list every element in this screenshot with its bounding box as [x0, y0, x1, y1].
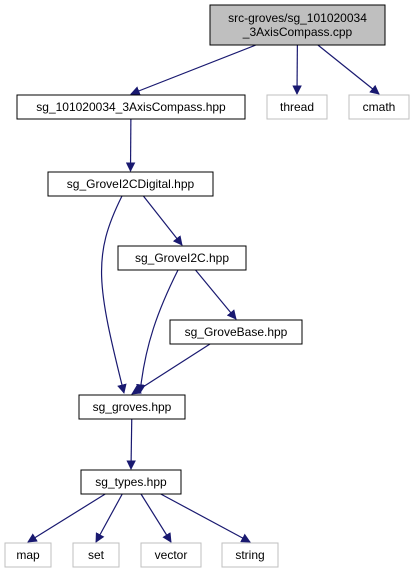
- node-grovebase[interactable]: sg_GroveBase.hpp: [169, 319, 303, 345]
- node-label-cmath: cmath: [363, 100, 396, 114]
- edge-root-to-compass_hpp: [130, 44, 257, 96]
- node-label-compass_hpp: sg_101020034_3AxisCompass.hpp: [36, 100, 226, 114]
- node-label-grovebase: sg_GroveBase.hpp: [185, 325, 288, 339]
- node-label-string: string: [235, 548, 264, 562]
- node-types[interactable]: sg_types.hpp: [80, 469, 182, 495]
- node-box-grovei2cdigital: [47, 171, 214, 197]
- edge-types-to-string: [160, 493, 251, 543]
- edge-grovebase-to-groves: [131, 343, 211, 395]
- node-label-set: set: [88, 548, 105, 562]
- edge-grovei2c-to-groves: [136, 269, 179, 394]
- node-box-groves: [78, 394, 186, 420]
- node-string: string: [221, 542, 279, 568]
- node-box-cmath: [348, 94, 410, 120]
- node-grovei2c[interactable]: sg_GroveI2C.hpp: [117, 245, 247, 271]
- node-compass_hpp[interactable]: sg_101020034_3AxisCompass.hpp: [16, 94, 246, 120]
- node-box-types: [80, 469, 182, 495]
- node-label-grovei2cdigital: sg_GroveI2CDigital.hpp: [67, 177, 195, 191]
- edge-grovei2cdigital-to-grovei2c: [142, 195, 183, 246]
- node-box-root: [209, 4, 386, 46]
- edge-types-to-set: [95, 493, 123, 543]
- node-groves[interactable]: sg_groves.hpp: [78, 394, 186, 420]
- node-label-root: _3AxisCompass.cpp: [242, 25, 353, 39]
- node-box-thread: [266, 94, 328, 120]
- edge-root-to-cmath: [317, 44, 380, 95]
- node-box-grovei2c: [117, 245, 247, 271]
- node-label-thread: thread: [280, 100, 314, 114]
- node-set: set: [72, 542, 120, 568]
- node-label-types: sg_types.hpp: [95, 475, 167, 489]
- edge-types-to-map: [27, 493, 106, 543]
- edge-grovei2c-to-grovebase: [195, 269, 237, 320]
- node-root[interactable]: src-groves/sg_101020034_3AxisCompass.cpp: [209, 4, 386, 46]
- node-label-grovei2c: sg_GroveI2C.hpp: [135, 251, 229, 265]
- edge-groves-to-types: [126, 418, 136, 470]
- edge-grovei2cdigital-to-groves: [100, 195, 127, 394]
- node-vector: vector: [140, 542, 202, 568]
- node-box-map: [4, 542, 52, 568]
- node-box-string: [221, 542, 279, 568]
- node-label-groves: sg_groves.hpp: [93, 400, 172, 414]
- node-box-vector: [140, 542, 202, 568]
- node-box-compass_hpp: [16, 94, 246, 120]
- node-box-grovebase: [169, 319, 303, 345]
- node-label-map: map: [16, 548, 40, 562]
- node-label-vector: vector: [155, 548, 188, 562]
- node-cmath: cmath: [348, 94, 410, 120]
- edge-types-to-vector: [140, 493, 172, 543]
- node-box-set: [72, 542, 120, 568]
- node-map: map: [4, 542, 52, 568]
- graph-nodes: src-groves/sg_101020034_3AxisCompass.cpp…: [4, 4, 410, 568]
- node-grovei2cdigital[interactable]: sg_GroveI2CDigital.hpp: [47, 171, 214, 197]
- graph-edges: [27, 44, 380, 543]
- node-thread: thread: [266, 94, 328, 120]
- node-label-root: src-groves/sg_101020034: [228, 11, 367, 25]
